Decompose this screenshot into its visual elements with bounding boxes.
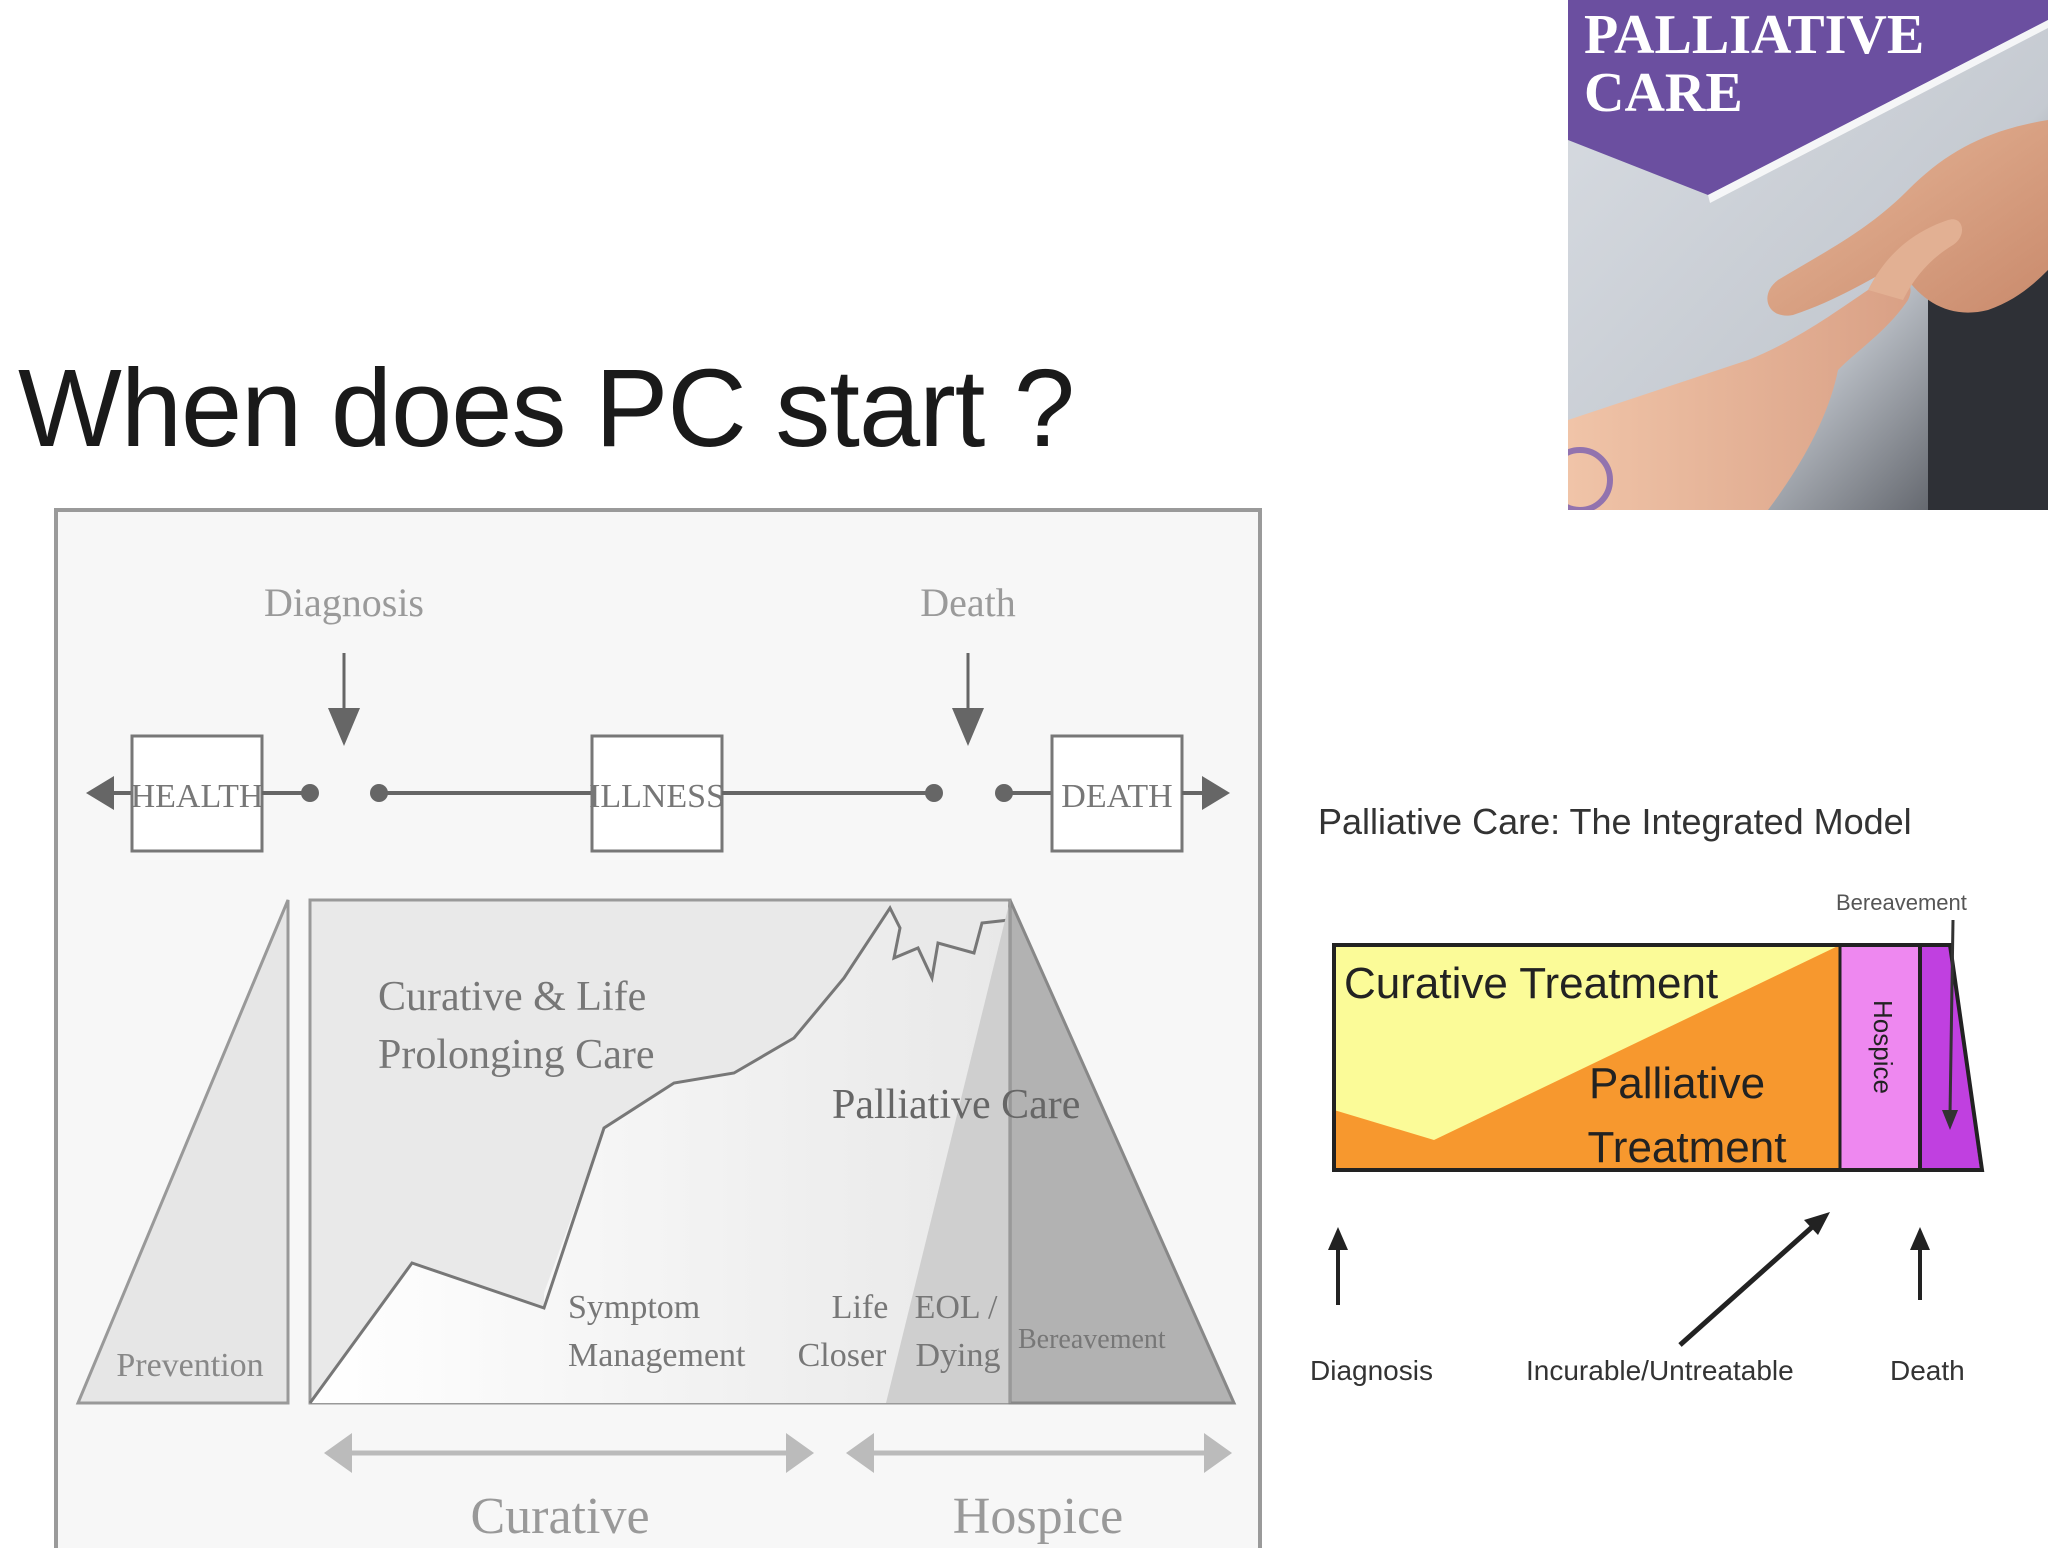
death-marker-arrowhead [1910, 1227, 1930, 1250]
incurable-marker-arrowhead [1804, 1212, 1830, 1235]
palliative-care-photo: PALLIATIVE CARE [1568, 0, 2048, 510]
title-banner [1568, 0, 2048, 195]
curative-right-arrowhead [786, 1433, 814, 1473]
young-hand-shape [1568, 279, 1911, 510]
eol-label-line2: Dying [916, 1337, 1001, 1374]
integrated-model-diagram: Palliative Care: The Integrated Model Cu… [1290, 780, 2030, 1420]
photo-title-line1: PALLIATIVE [1584, 4, 1925, 66]
bereavement-arrowhead [1942, 1110, 1958, 1130]
curative-left-arrowhead [324, 1433, 352, 1473]
integrated-model-title: Palliative Care: The Integrated Model [1318, 801, 1912, 842]
palliative-treatment-line2: Treatment [1588, 1123, 1787, 1172]
care-continuum-diagram: Diagnosis Death HEALTH ILLNESS DEATH Pre… [54, 508, 1262, 1552]
slide-title: When does PC start ? [18, 347, 1075, 470]
health-stage: HEALTH [131, 778, 264, 815]
death-stage: DEATH [1061, 778, 1172, 815]
curative-treatment-area [1334, 945, 1840, 1140]
life-closer-label-line1: Life [832, 1289, 889, 1326]
elder-hand-shape [1767, 120, 2048, 316]
eol-area [886, 900, 1010, 1403]
death-marker-label: Death [1890, 1355, 1965, 1386]
palliative-treatment-line1: Palliative [1589, 1059, 1765, 1108]
photo-title-line2: CARE [1584, 62, 1743, 124]
death-box [1050, 734, 1184, 853]
diagnosis-label: Diagnosis [264, 580, 424, 625]
illness-stage: ILLNESS [589, 778, 725, 815]
hospice-area [1840, 945, 1920, 1170]
diagnosis-marker-label: Diagnosis [1310, 1355, 1433, 1386]
bereavement-small-label: Bereavement [1836, 890, 1967, 915]
illness-box [590, 734, 724, 853]
palliative-boundary [308, 899, 1012, 1404]
curative-treatment-label: Curative Treatment [1344, 959, 1718, 1008]
death-top-label: Death [920, 580, 1016, 625]
curative-area [310, 900, 1010, 1403]
prevention-label: Prevention [116, 1347, 263, 1384]
life-closer-label-line2: Closer [798, 1337, 887, 1374]
diagnosis-marker-arrowhead [1328, 1227, 1348, 1250]
hospice-left-arrowhead [846, 1433, 874, 1473]
hospice-label: Hospice [1868, 1000, 1898, 1094]
palliative-care-label: Palliative Care [832, 1082, 1080, 1128]
photo-title: PALLIATIVE CARE [1584, 6, 1924, 122]
hospice-right-arrowhead [1204, 1433, 1232, 1473]
timeline-left-arrow [86, 776, 114, 810]
symptom-label-line2: Management [568, 1337, 746, 1374]
curative-bottom-label: Curative [470, 1488, 649, 1545]
palliative-area [310, 900, 1010, 1403]
diagnosis-arrow [328, 708, 360, 746]
timeline-right-arrow [1202, 776, 1230, 810]
prevention-area [75, 899, 290, 1405]
symptom-label-line1: Symptom [568, 1289, 700, 1326]
curative-care-label-line1: Curative & Life [378, 974, 646, 1020]
death-arrow [952, 708, 984, 746]
eol-label-line1: EOL / [915, 1289, 998, 1326]
health-box [130, 734, 264, 853]
incurable-marker-label: Incurable/Untreatable [1526, 1355, 1794, 1386]
hospice-bottom-label: Hospice [953, 1488, 1123, 1545]
bereavement-label: Bereavement [1018, 1324, 1166, 1355]
curative-care-label-line2: Prolonging Care [378, 1032, 654, 1078]
